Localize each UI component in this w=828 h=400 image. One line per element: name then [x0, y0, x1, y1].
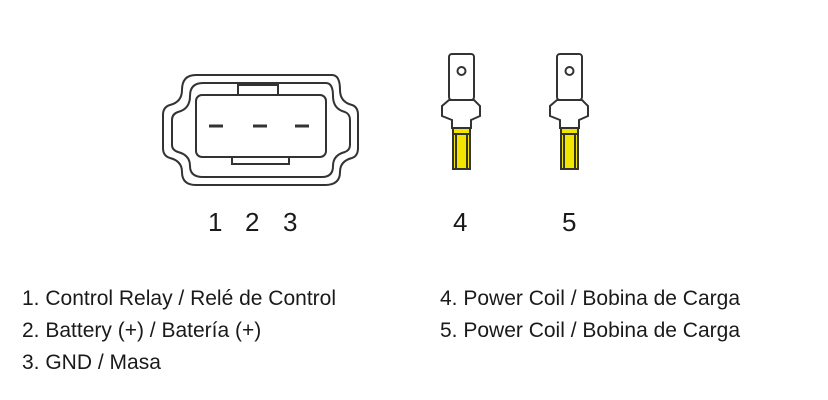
spade-terminal-5: [549, 53, 589, 170]
connector-latch: [237, 84, 279, 96]
pin-number-3: 3: [283, 207, 298, 237]
legend-item-5: 5. Power Coil / Bobina de Carga: [440, 319, 740, 342]
spade-blade: [448, 53, 475, 101]
legend-item-4: 4. Power Coil / Bobina de Carga: [440, 287, 740, 310]
legend-item-2: 2. Battery (+) / Batería (+): [22, 319, 262, 342]
pin-number-1: 1: [208, 207, 223, 237]
legend-item-3: 3. GND / Masa: [22, 351, 161, 374]
spade-hole: [564, 66, 575, 76]
spade-blade: [556, 53, 583, 101]
wire-yellow: [452, 127, 471, 170]
spade-hole: [456, 66, 467, 76]
wire-yellow: [560, 127, 579, 170]
spade-terminal-4: [441, 53, 481, 170]
three-pin-connector: [162, 74, 359, 186]
pin-number-4: 4: [453, 207, 468, 237]
spade-crimp: [441, 99, 481, 129]
connector-inner-shell: [171, 82, 351, 178]
spade-crimp: [549, 99, 589, 129]
connector-outer-shell: [162, 74, 359, 186]
pin-number-5: 5: [562, 207, 577, 237]
legend-item-1: 1. Control Relay / Relé de Control: [22, 287, 336, 310]
connector-bottom-key: [231, 157, 290, 165]
pin-number-2: 2: [245, 207, 260, 237]
